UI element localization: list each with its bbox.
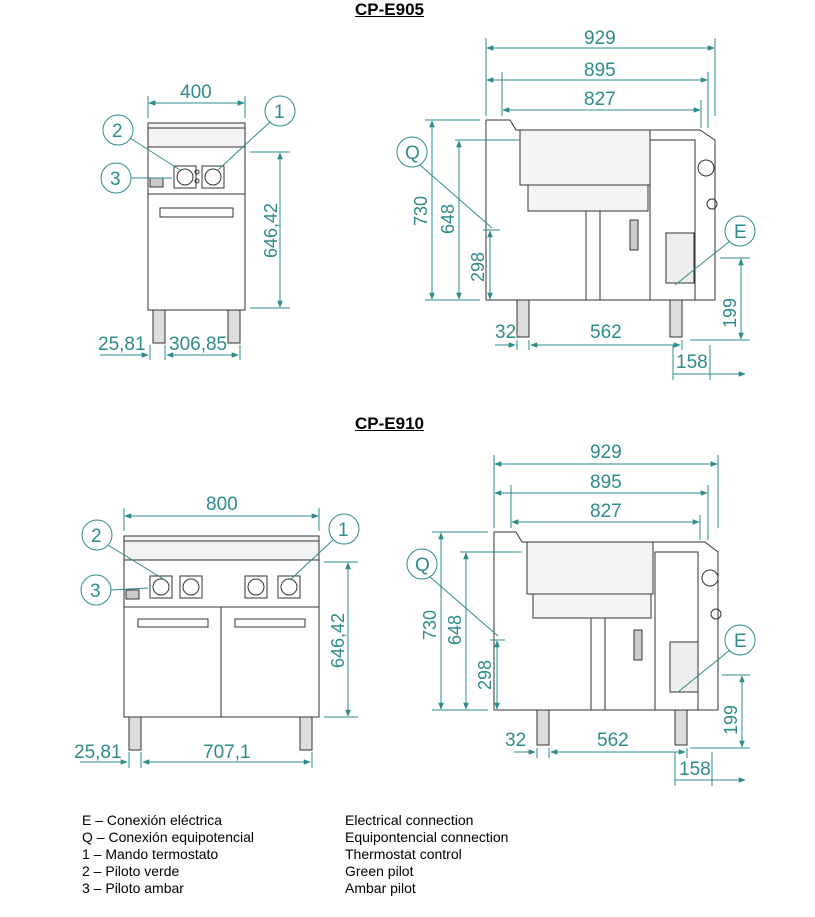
legend-es-item: Q – Conexión equipotencial — [82, 829, 255, 845]
legend-es-item: E – Conexión eléctrica — [82, 812, 223, 828]
legend-english: Electrical connection Equipontencial con… — [345, 812, 508, 897]
side-dims-bottom — [406, 455, 756, 786]
model-title-top: CP-E905 — [355, 0, 424, 19]
dim-leg-span-bottom: 707,1 — [203, 742, 251, 763]
dim-height-bottom: 646,42 — [328, 613, 348, 668]
legend-es-item: 1 – Mando termostato — [82, 846, 219, 862]
dim-h4-top: 199 — [720, 298, 740, 328]
dim-width-top: 400 — [180, 82, 212, 103]
front-dims-bottom — [80, 508, 360, 768]
side-view-top — [485, 119, 718, 338]
dim-b2-bottom: 562 — [597, 730, 629, 751]
dim-h1-top: 730 — [411, 196, 431, 226]
dim-d2-top: 895 — [584, 60, 616, 81]
dim-d1-top: 929 — [584, 28, 616, 49]
dim-b1-bottom: 32 — [505, 730, 526, 751]
dim-b1-top: 32 — [495, 322, 516, 343]
legend-en-item: Green pilot — [345, 863, 414, 879]
callout-2-top: 2 — [112, 121, 123, 142]
dim-h3-bottom: 298 — [475, 660, 495, 690]
callout-1-bottom: 1 — [338, 520, 349, 541]
legend-en-item: Ambar pilot — [345, 880, 416, 896]
legend-en-item: Electrical connection — [345, 812, 474, 828]
model-title-bottom: CP-E910 — [355, 414, 424, 433]
dim-h1-bottom: 730 — [420, 610, 440, 640]
front-view-bottom — [123, 535, 320, 751]
callout-q-top: Q — [405, 143, 420, 164]
dim-leg-span-top: 306,85 — [169, 334, 227, 355]
dim-h2-bottom: 648 — [445, 615, 465, 645]
dim-h4-bottom: 199 — [721, 705, 741, 735]
legend-en-item: Thermostat control — [345, 846, 462, 862]
dim-h2-top: 648 — [438, 204, 458, 234]
dim-b2-top: 562 — [590, 322, 622, 343]
dim-left-offset-bottom: 25,81 — [74, 742, 122, 763]
callout-3-bottom: 3 — [90, 581, 101, 602]
legend-es-item: 3 – Piloto ambar — [82, 880, 184, 896]
dim-height-top: 646,42 — [261, 203, 281, 258]
dim-d3-top: 827 — [584, 89, 616, 110]
dim-left-offset-top: 25,81 — [98, 334, 146, 355]
callout-e-bottom: E — [734, 631, 747, 652]
legend-es-item: 2 – Piloto verde — [82, 863, 180, 879]
dim-b3-bottom: 158 — [679, 759, 711, 780]
front-dims-top — [100, 95, 296, 360]
dim-b3-top: 158 — [676, 352, 708, 373]
callout-2-bottom: 2 — [91, 526, 102, 547]
callout-1-top: 1 — [274, 102, 285, 123]
callout-e-top: E — [734, 222, 747, 243]
dim-d1-bottom: 929 — [590, 442, 622, 463]
legend-en-item: Equipontencial connection — [345, 829, 509, 845]
dim-d2-bottom: 895 — [590, 472, 622, 493]
dim-width-bottom: 800 — [206, 494, 238, 515]
callout-q-bottom: Q — [415, 555, 430, 576]
dim-d3-bottom: 827 — [590, 501, 622, 522]
side-view-bottom — [493, 531, 722, 746]
dim-h3-top: 298 — [468, 252, 488, 282]
callout-3-top: 3 — [110, 169, 121, 190]
side-dims-top — [396, 38, 756, 380]
front-view-top — [147, 122, 246, 344]
legend-spanish: E – Conexión eléctrica Q – Conexión equi… — [82, 812, 254, 897]
